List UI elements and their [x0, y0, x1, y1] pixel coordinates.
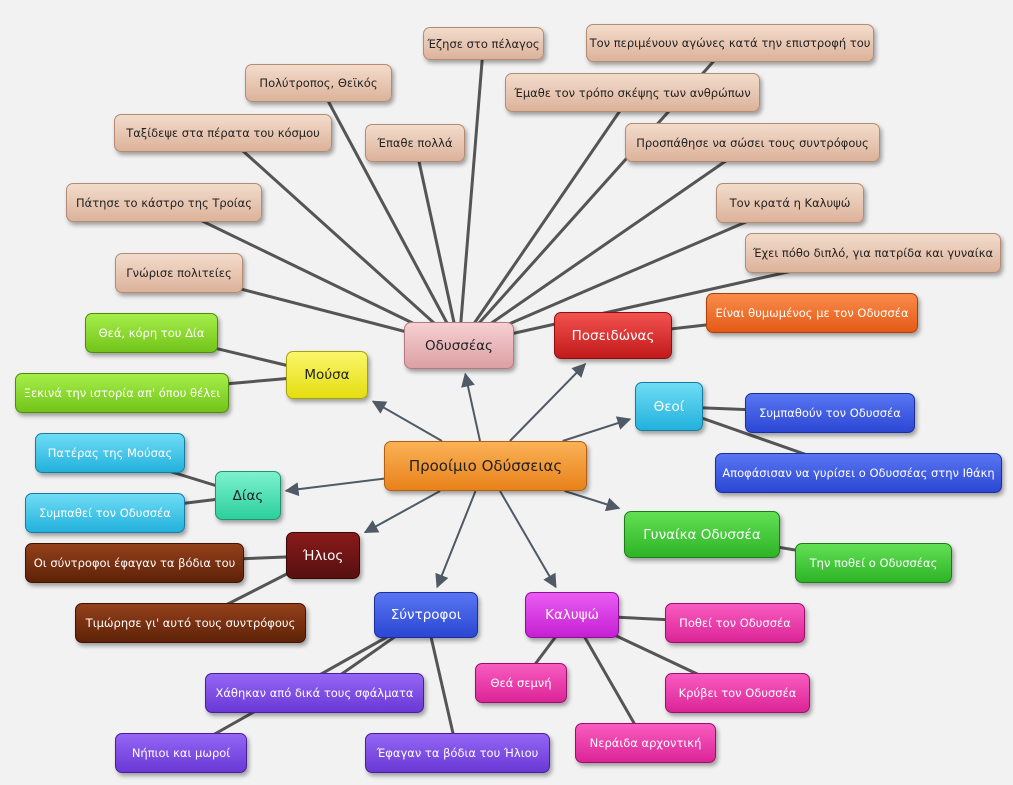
leaf-ody-agones[interactable]: Τον περιμένουν αγώνες κατά την επιστροφή…	[586, 24, 874, 62]
leaf-kal-thea-label: Θεά σεμνή	[490, 676, 552, 690]
leaf-ody-tropos-label: Έμαθε τον τρόπο σκέψης των ανθρώπων	[514, 85, 751, 100]
leaf-pos-thymomenos[interactable]: Είναι θυμωμένος με τον Οδυσσέα	[706, 293, 918, 333]
arrow-center-kalypso	[499, 490, 557, 589]
leaf-kal-kryvei[interactable]: Κρύβει τον Οδυσσέα	[665, 673, 810, 713]
link-odysseas-ody_sosei	[458, 141, 754, 347]
leaf-dia-pateras[interactable]: Πατέρας της Μούσας	[35, 433, 185, 473]
leaf-ody-polytropos-label: Πολύτροπος, Θεϊκός	[259, 76, 378, 90]
link-odysseas-ody_pelagos	[457, 43, 485, 346]
node-poseidonas[interactable]: Ποσειδώνας	[554, 312, 672, 359]
leaf-syn-nipioi-label: Νήπιοι και μωροί	[131, 746, 231, 760]
node-poseidonas-label: Ποσειδώνας	[571, 327, 655, 344]
node-mousa-label: Μούσα	[304, 367, 350, 383]
leaf-syn-xathikan[interactable]: Χάθηκαν από δικά τους σφάλματα	[205, 673, 424, 713]
node-odysseas-label: Οδυσσέας	[425, 337, 493, 354]
leaf-ody-kalypso[interactable]: Τον κρατά η Καλυψώ	[716, 183, 864, 223]
leaf-syn-nipioi[interactable]: Νήπιοι και μωροί	[115, 733, 247, 773]
arrow-center-gynaika	[564, 490, 621, 512]
leaf-ili-timorise-label: Τιμώρησε γι' αυτό τους συντρόφους	[85, 616, 296, 630]
leaf-kal-kryvei-label: Κρύβει τον Οδυσσέα	[678, 686, 797, 700]
arrow-center-dias	[284, 477, 385, 497]
leaf-ody-epathe[interactable]: Έπαθε πολλά	[365, 124, 465, 162]
leaf-ody-taxidepse[interactable]: Ταξίδεψε στα πέρατα του κόσμου	[114, 114, 332, 152]
node-mousa[interactable]: Μούσα	[286, 351, 368, 399]
leaf-ili-timorise[interactable]: Τιμώρησε γι' αυτό τους συντρόφους	[75, 603, 306, 643]
leaf-dia-pateras-label: Πατέρας της Μούσας	[47, 446, 173, 460]
arrow-center-odysseas	[461, 372, 481, 442]
node-ilios[interactable]: Ήλιος	[286, 532, 360, 579]
node-kalypso-label: Καλυψώ	[545, 607, 599, 623]
leaf-ody-kalypso-label: Τον κρατά η Καλυψώ	[729, 196, 851, 210]
leaf-the-apofasisan[interactable]: Αποφάσισαν να γυρίσει ο Οδυσσέας στην Ιθ…	[715, 453, 1002, 493]
node-odysseas[interactable]: Οδυσσέας	[404, 322, 514, 369]
leaf-ody-pelagos[interactable]: Έζησε στο πέλαγος	[423, 27, 544, 60]
node-dias-label: Δίας	[232, 487, 264, 504]
node-gynaika-label: Γυναίκα Οδυσσέα	[643, 526, 761, 543]
link-odysseas-ody_epathe	[413, 142, 461, 346]
arrow-center-poseidonas	[509, 362, 587, 442]
leaf-mou-kori[interactable]: Θεά, κόρη του Δία	[85, 313, 218, 353]
leaf-ody-pothos-label: Έχει πόθο διπλό, για πατρίδα και γυναίκα	[752, 246, 994, 260]
leaf-syn-efagan[interactable]: Έφαγαν τα βόδια του Ήλιου	[365, 733, 550, 773]
leaf-ili-efagan[interactable]: Οι σύντροφοι έφαγαν τα βόδια του	[25, 543, 244, 583]
leaf-kal-pothei[interactable]: Ποθεί τον Οδυσσέα	[665, 603, 805, 643]
leaf-ili-efagan-label: Οι σύντροφοι έφαγαν τα βόδια του	[33, 556, 236, 570]
leaf-dia-sympathei-label: Συμπαθεί τον Οδυσσέα	[39, 506, 171, 520]
leaf-mou-xekina-label: Ξεκινά την ιστορία απ' όπου θέλει	[23, 386, 221, 400]
leaf-ody-pelagos-label: Έζησε στο πέλαγος	[427, 36, 540, 51]
leaf-syn-xathikan-label: Χάθηκαν από δικά τους σφάλματα	[215, 686, 414, 700]
arrow-center-ilios	[363, 490, 441, 534]
node-theoi[interactable]: Θεοί	[635, 382, 703, 431]
leaf-mou-xekina[interactable]: Ξεκινά την ιστορία απ' όπου θέλει	[15, 373, 229, 413]
center-node[interactable]: Προοίμιο Οδύσσειας	[384, 441, 587, 491]
leaf-ody-sosei[interactable]: Προσπάθησε να σώσει τους συντρόφους	[625, 123, 880, 162]
leaf-the-apofasisan-label: Αποφάσισαν να γυρίσει ο Οδυσσέας στην Ιθ…	[722, 466, 995, 480]
leaf-ody-agones-label: Τον περιμένουν αγώνες κατά την επιστροφή…	[589, 36, 871, 50]
arrow-center-syntrofoi	[435, 490, 477, 589]
leaf-ody-polytropos[interactable]: Πολύτροπος, Θεϊκός	[245, 64, 392, 102]
leaf-ody-politeies[interactable]: Γνώρισε πολιτείες	[115, 253, 243, 293]
node-syntrofoi-label: Σύντροφοι	[390, 607, 462, 623]
link-odysseas-ody_tropos	[457, 91, 634, 347]
leaf-the-sympathoun[interactable]: Συμπαθούν τον Οδυσσέα	[745, 393, 915, 433]
leaf-ody-sosei-label: Προσπάθησε να σώσει τους συντρόφους	[636, 135, 869, 150]
arrow-center-mousa	[371, 400, 443, 442]
leaf-gyn-pothei-label: Την ποθεί ο Οδυσσέας	[809, 556, 938, 570]
link-odysseas-ody_kalypso	[458, 201, 791, 347]
node-gynaika[interactable]: Γυναίκα Οδυσσέα	[624, 511, 780, 558]
node-dias[interactable]: Δίας	[215, 471, 281, 520]
link-odysseas-ody_polytropos	[317, 82, 461, 347]
leaf-ody-pothos[interactable]: Έχει πόθο διπλό, για πατρίδα και γυναίκα	[745, 233, 1001, 273]
arrows	[284, 362, 632, 589]
arrow-center-theoi	[562, 416, 632, 442]
leaf-ody-epathe-label: Έπαθε πολλά	[377, 136, 453, 150]
node-ilios-label: Ήλιος	[302, 547, 344, 564]
leaf-syn-efagan-label: Έφαγαν τα βόδια του Ήλιου	[376, 746, 539, 760]
link-odysseas-ody_troia	[163, 201, 460, 347]
node-syntrofoi[interactable]: Σύντροφοι	[374, 592, 478, 638]
leaf-kal-nerada-label: Νεράιδα αρχοντική	[589, 736, 702, 750]
node-kalypso[interactable]: Καλυψώ	[525, 592, 619, 638]
leaf-ody-troia-label: Πάτησε το κάστρο της Τροίας	[76, 195, 252, 210]
link-syntrofoi-syn_efagan	[424, 614, 459, 754]
leaf-the-sympathoun-label: Συμπαθούν τον Οδυσσέα	[759, 406, 901, 420]
leaf-ody-politeies-label: Γνώρισε πολιτείες	[126, 266, 232, 280]
leaf-ody-troia[interactable]: Πάτησε το κάστρο της Τροίας	[66, 183, 262, 222]
center-label: Προοίμιο Οδύσσειας	[408, 457, 563, 475]
link-odysseas-ody_taxidepse	[221, 131, 461, 347]
leaf-ody-tropos[interactable]: Έμαθε τον τρόπο σκέψης των ανθρώπων	[505, 73, 760, 112]
leaf-ody-taxidepse-label: Ταξίδεψε στα πέρατα του κόσμου	[126, 126, 320, 140]
leaf-pos-thymomenos-label: Είναι θυμωμένος με τον Οδυσσέα	[715, 306, 909, 320]
leaf-kal-pothei-label: Ποθεί τον Οδυσσέα	[679, 616, 791, 630]
leaf-dia-sympathei[interactable]: Συμπαθεί τον Οδυσσέα	[25, 493, 185, 533]
node-theoi-label: Θεοί	[653, 398, 685, 415]
leaf-kal-thea[interactable]: Θεά σεμνή	[475, 663, 567, 703]
leaf-kal-nerada[interactable]: Νεράιδα αρχοντική	[575, 723, 716, 763]
leaf-gyn-pothei[interactable]: Την ποθεί ο Οδυσσέας	[795, 543, 952, 583]
leaf-mou-kori-label: Θεά, κόρη του Δία	[98, 326, 205, 340]
